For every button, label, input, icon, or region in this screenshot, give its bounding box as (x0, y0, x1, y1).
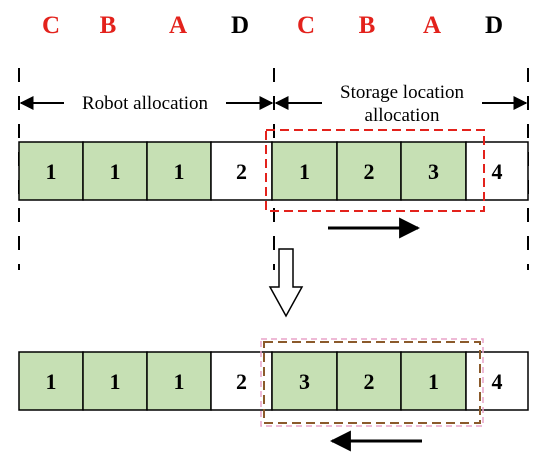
storage-location-span: Storage location allocation (274, 82, 528, 126)
bottom-row-cell-3 (146, 351, 212, 411)
robot-allocation-span: Robot allocation (19, 93, 274, 114)
bottom-row-cell-8-label: 4 (492, 369, 503, 394)
top-row-cell-5-label: 1 (299, 159, 310, 184)
top-row-cell-7 (400, 141, 467, 201)
bottom-row-cell-4 (210, 351, 273, 411)
top-row-cell-4-label: 2 (236, 159, 247, 184)
bottom-row-cell-4-label: 2 (236, 369, 247, 394)
bottom-row-cell-1-label: 1 (46, 369, 57, 394)
bottom-row-cell-7 (400, 351, 467, 411)
header-letter-3: A (169, 12, 187, 39)
header-letter-4: D (231, 12, 249, 39)
top-highlight-box (265, 129, 485, 212)
top-row-cell-6 (336, 141, 402, 201)
storage-location-label-line2: allocation (365, 105, 440, 126)
top-row-cell-6-label: 2 (364, 159, 375, 184)
bottom-row: 1 1 1 2 3 2 1 4 (18, 351, 529, 411)
bottom-row-cell-6 (336, 351, 402, 411)
header-letter-5: C (297, 12, 315, 39)
top-row-cell-2-label: 1 (110, 159, 121, 184)
top-row-cell-5 (271, 141, 338, 201)
top-row: 1 1 1 2 1 2 3 4 (18, 141, 529, 201)
storage-location-label-line1: Storage location (340, 82, 464, 103)
bottom-row-cell-7-label: 1 (428, 369, 439, 394)
bottom-row-cell-3-label: 1 (174, 369, 185, 394)
bottom-highlight-box (263, 341, 481, 424)
robot-allocation-label: Robot allocation (82, 93, 209, 114)
boundary-lines (18, 68, 529, 270)
bottom-row-cell-2-label: 1 (110, 369, 121, 394)
header-letter-8: D (485, 12, 503, 39)
top-row-cell-4 (210, 141, 273, 201)
bottom-row-cell-5-label: 3 (299, 369, 310, 394)
bottom-row-cell-8 (465, 351, 529, 411)
header-letter-6: B (359, 12, 376, 39)
top-row-cell-1-label: 1 (46, 159, 57, 184)
top-row-cell-1 (18, 141, 84, 201)
bottom-row-cell-6-label: 2 (364, 369, 375, 394)
top-row-cell-3-label: 1 (174, 159, 185, 184)
bottom-row-cell-2 (82, 351, 148, 411)
hollow-arrow-down-icon (268, 248, 304, 318)
header-letter-7: A (423, 12, 441, 39)
header-letter-2: B (100, 12, 117, 39)
top-row-cell-7-label: 3 (428, 159, 439, 184)
top-row-cell-8-label: 4 (492, 159, 503, 184)
top-row-cell-8 (465, 141, 529, 201)
header-letter-1: C (42, 12, 60, 39)
bottom-highlight-box-outer (260, 338, 484, 427)
